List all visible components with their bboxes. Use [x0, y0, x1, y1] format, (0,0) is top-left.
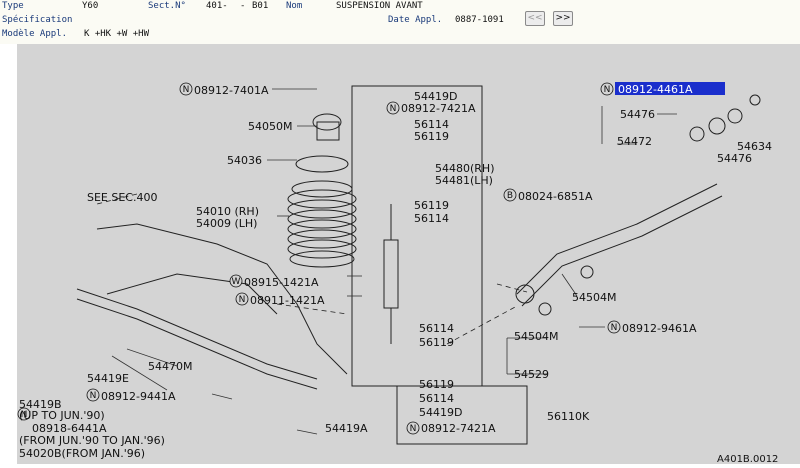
- suspension-diagram: N N W N N N N N B N 08912-7401A 54050M 5…: [17, 44, 800, 465]
- parts-diagram-svg: N N W N N N N N B N 08912-7401A 54050M 5…: [17, 82, 778, 465]
- name-value: SUSPENSION AVANT: [336, 1, 423, 11]
- part-header: Type Y60 Sect.N° 401- - B01 Nom SUSPENSI…: [0, 0, 800, 44]
- note-up-to-jun-90: (UP TO JUN.'90): [19, 409, 105, 422]
- part-56119-top[interactable]: 56119: [414, 130, 449, 143]
- symbol-w: W: [232, 277, 241, 287]
- type-value: Y60: [82, 1, 99, 11]
- name-label: Nom: [286, 1, 303, 11]
- part-54472[interactable]: 54472: [617, 135, 652, 148]
- part-54419D-top[interactable]: 54419D: [414, 90, 457, 103]
- bump-stop: [312, 113, 342, 131]
- part-54504M-a[interactable]: 54504M: [572, 291, 616, 304]
- part-08912-7421A-bot[interactable]: 08912-7421A: [421, 422, 496, 435]
- part-54010[interactable]: 54010 (RH): [196, 205, 259, 218]
- section-value: 401-: [206, 1, 228, 11]
- symbol-n-5: N: [90, 391, 97, 401]
- part-54009[interactable]: 54009 (LH): [196, 217, 257, 230]
- part-08918-6441A[interactable]: 08918-6441A: [32, 422, 107, 435]
- part-56119-d[interactable]: 56119: [419, 378, 454, 391]
- symbol-n-1: N: [183, 85, 190, 95]
- part-54476-b[interactable]: 54476: [717, 152, 752, 165]
- symbol-circles: [17, 82, 621, 435]
- leader-lines: [111, 88, 677, 435]
- part-08912-7421A-top[interactable]: 08912-7421A: [401, 102, 476, 115]
- selected-part-highlight: [615, 82, 725, 95]
- part-08912-9441A[interactable]: 08912-9441A: [101, 390, 176, 403]
- shock-bracket-line: [396, 176, 528, 445]
- coil-spring: [287, 180, 357, 268]
- radius-rod: [516, 183, 718, 295]
- part-54419D-bot[interactable]: 54419D: [419, 406, 462, 419]
- previous-button[interactable]: <<: [525, 11, 545, 26]
- part-54529[interactable]: 54529: [514, 368, 549, 381]
- symbol-n-7: N: [410, 424, 417, 434]
- shock-absorber-body: [383, 239, 399, 309]
- part-08912-7401A[interactable]: 08912-7401A: [194, 84, 269, 97]
- part-56114-d[interactable]: 56114: [419, 392, 454, 405]
- part-labels: 08912-7401A 54050M 54036 54010 (RH) 5400…: [19, 83, 778, 465]
- section-dash: -: [240, 1, 246, 11]
- symbol-n-8: N: [604, 85, 611, 95]
- part-54476-a[interactable]: 54476: [620, 108, 655, 121]
- part-08915-1421A[interactable]: 08915-1421A: [244, 276, 319, 289]
- symbol-n-6: N: [611, 323, 618, 333]
- section-code: B01: [252, 1, 269, 11]
- part-08911-1421A[interactable]: 08911-1421A: [250, 294, 325, 307]
- bump-stop-body: [316, 121, 340, 141]
- spring-seat: [295, 155, 349, 173]
- axle-housing: [96, 223, 348, 375]
- part-08024-6851A[interactable]: 08024-6851A: [518, 190, 593, 203]
- part-54020B[interactable]: 54020B(FROM JAN.'96): [19, 447, 145, 460]
- part-54036[interactable]: 54036: [227, 154, 262, 167]
- part-56119-b[interactable]: 56119: [414, 199, 449, 212]
- part-56114-top[interactable]: 56114: [414, 118, 449, 131]
- model-label: Modèle Appl.: [2, 29, 68, 39]
- section-label: Sect.N°: [148, 1, 186, 11]
- next-button[interactable]: >>: [553, 11, 573, 26]
- part-54480[interactable]: 54480(RH): [435, 162, 495, 175]
- part-54419A[interactable]: 54419A: [325, 422, 368, 435]
- part-08912-4461A-selected[interactable]: 08912-4461A: [618, 83, 693, 96]
- diagram-reference: A401B.0012: [717, 454, 778, 464]
- part-08912-9461A[interactable]: 08912-9461A: [622, 322, 697, 335]
- type-label: Type: [2, 1, 24, 11]
- part-54481[interactable]: 54481(LH): [435, 174, 493, 187]
- part-54470M[interactable]: 54470M: [148, 360, 192, 373]
- specification-label: Spécification: [2, 15, 73, 25]
- part-54419B[interactable]: 54419B: [19, 398, 62, 411]
- part-54050M[interactable]: 54050M: [248, 120, 292, 133]
- symbol-b: B: [507, 191, 513, 201]
- part-54504M-b[interactable]: 54504M: [514, 330, 558, 343]
- part-56119-c[interactable]: 56119: [419, 336, 454, 349]
- symbol-letters: N N W N N N N N B N: [21, 85, 618, 434]
- stabilizer-bar: [76, 288, 318, 380]
- leader-dashes: [96, 193, 528, 345]
- part-54634[interactable]: 54634: [737, 140, 772, 153]
- symbol-n-2: N: [390, 104, 397, 114]
- note-from-jun-90-to-jan-96: (FROM JUN.'90 TO JAN.'96): [19, 434, 165, 447]
- see-section-400[interactable]: SEE SEC.400: [87, 191, 158, 204]
- part-56114-b[interactable]: 56114: [414, 212, 449, 225]
- part-56114-c[interactable]: 56114: [419, 322, 454, 335]
- symbol-n-3: N: [239, 295, 246, 305]
- date-label: Date Appl.: [388, 15, 443, 25]
- part-54419E[interactable]: 54419E: [87, 372, 129, 385]
- model-value: K +HK +W +HW: [84, 29, 150, 39]
- part-56110K[interactable]: 56110K: [547, 410, 590, 423]
- date-value: 0887-1091: [455, 15, 504, 25]
- symbol-n-4: N: [21, 410, 28, 420]
